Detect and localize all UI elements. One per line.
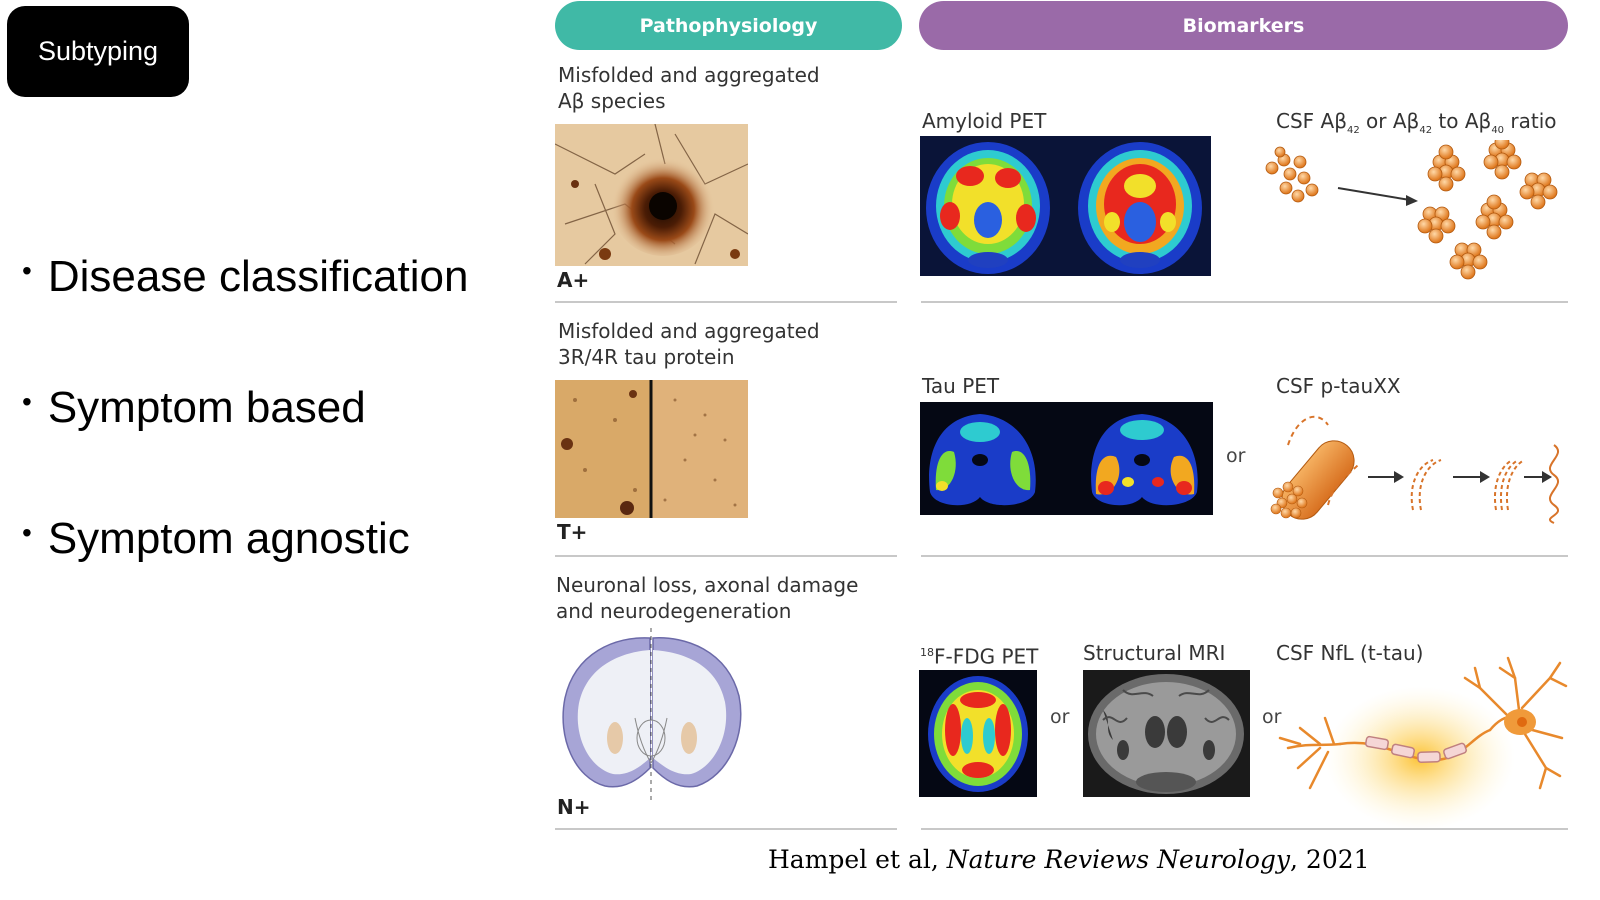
neuro-patho-line2: and neurodegeneration xyxy=(556,599,792,623)
bullet-text: Symptom based xyxy=(47,383,366,432)
subtyping-label: Subtyping xyxy=(37,36,159,66)
neuro-or-1: or xyxy=(1050,706,1070,728)
citation: Hampel et al, Nature Reviews Neurology, … xyxy=(768,845,1370,874)
row-divider-bio-1 xyxy=(921,301,1568,303)
amyloid-patho-line2: Aβ species xyxy=(558,89,666,113)
csf-suffix: ratio xyxy=(1504,109,1557,133)
neuron-illustration xyxy=(1278,656,1568,830)
tau-histology-image xyxy=(555,380,748,518)
row-divider-bio-3 xyxy=(921,828,1568,830)
neuro-tag: N+ xyxy=(557,795,591,819)
bullet-text: Symptom agnostic xyxy=(47,514,410,563)
amyloid-aggregation-diagram xyxy=(1265,140,1558,280)
bullet-symptom-agnostic: • Symptom agnostic xyxy=(22,514,410,564)
amyloid-pet-image xyxy=(920,136,1211,276)
neuro-or-2: or xyxy=(1262,706,1282,728)
fdg-superscript: 18 xyxy=(920,646,934,659)
citation-journal: Nature Reviews Neurology xyxy=(946,845,1291,874)
neuro-patho-line1: Neuronal loss, axonal damage xyxy=(556,573,859,597)
bullet-symptom-based: • Symptom based xyxy=(22,383,366,433)
row-divider-patho-3 xyxy=(555,828,897,830)
csf-sub-40: 40 xyxy=(1491,125,1505,136)
arrow-icon xyxy=(1480,471,1490,483)
bullet-disease-classification: • Disease classification xyxy=(22,252,468,302)
fdg-pet-image xyxy=(919,670,1037,797)
pathophysiology-header: Pathophysiology xyxy=(555,1,902,50)
csf-prefix: CSF Aβ xyxy=(1276,109,1347,133)
csf-sub-42a: 42 xyxy=(1346,125,1360,136)
amyloid-tag: A+ xyxy=(557,268,590,292)
csf-to: to Aβ xyxy=(1432,109,1492,133)
amyloid-pet-label: Amyloid PET xyxy=(922,109,1047,133)
row-divider-patho-1 xyxy=(555,301,897,303)
biomarkers-header: Biomarkers xyxy=(919,1,1568,50)
amyloid-patho-label: Misfolded and aggregated Aβ species xyxy=(558,62,820,114)
amyloid-csf-label: CSF Aβ42 or Aβ42 to Aβ40 ratio xyxy=(1276,108,1557,144)
fdg-pet-label: 18F-FDG PET xyxy=(920,640,1038,670)
csf-mid: or Aβ xyxy=(1359,109,1420,133)
arrow-icon xyxy=(1406,195,1418,206)
citation-authors: Hampel et al, xyxy=(768,845,947,874)
mri-label: Structural MRI xyxy=(1083,641,1226,665)
tau-csf-label: CSF p-tauXX xyxy=(1276,374,1401,398)
tau-patho-label: Misfolded and aggregated 3R/4R tau prote… xyxy=(558,318,820,370)
fdg-pet-text: F-FDG PET xyxy=(934,644,1039,669)
amyloid-plaque-histology-image xyxy=(555,124,748,266)
pathophysiology-header-label: Pathophysiology xyxy=(639,14,818,37)
neuro-patho-label: Neuronal loss, axonal damage and neurode… xyxy=(556,572,858,624)
row-divider-patho-2 xyxy=(555,555,897,557)
bullet-dot: • xyxy=(22,255,32,287)
arrow-icon xyxy=(1394,471,1404,483)
tau-patho-line1: Misfolded and aggregated xyxy=(558,319,820,343)
arrow-icon xyxy=(1542,471,1552,483)
tau-tag: T+ xyxy=(557,520,588,544)
amyloid-patho-line1: Misfolded and aggregated xyxy=(558,63,820,87)
citation-year: , 2021 xyxy=(1290,845,1370,874)
structural-mri-image xyxy=(1083,670,1250,797)
row-divider-bio-2 xyxy=(921,555,1568,557)
tau-pet-label: Tau PET xyxy=(922,374,1000,398)
tau-or-label: or xyxy=(1226,445,1246,467)
bullet-text: Disease classification xyxy=(47,252,469,301)
tau-fibril-diagram xyxy=(1270,415,1560,524)
brain-coronal-illustration xyxy=(562,628,742,800)
subtyping-badge: Subtyping xyxy=(7,6,189,97)
tau-pet-image xyxy=(920,402,1213,515)
csf-sub-42b: 42 xyxy=(1419,125,1433,136)
bullet-dot: • xyxy=(22,517,32,549)
bullet-dot: • xyxy=(22,386,32,418)
biomarkers-header-label: Biomarkers xyxy=(1182,14,1305,37)
tau-patho-line2: 3R/4R tau protein xyxy=(558,345,735,369)
nfl-csf-label: CSF NfL (t-tau) xyxy=(1276,641,1424,665)
